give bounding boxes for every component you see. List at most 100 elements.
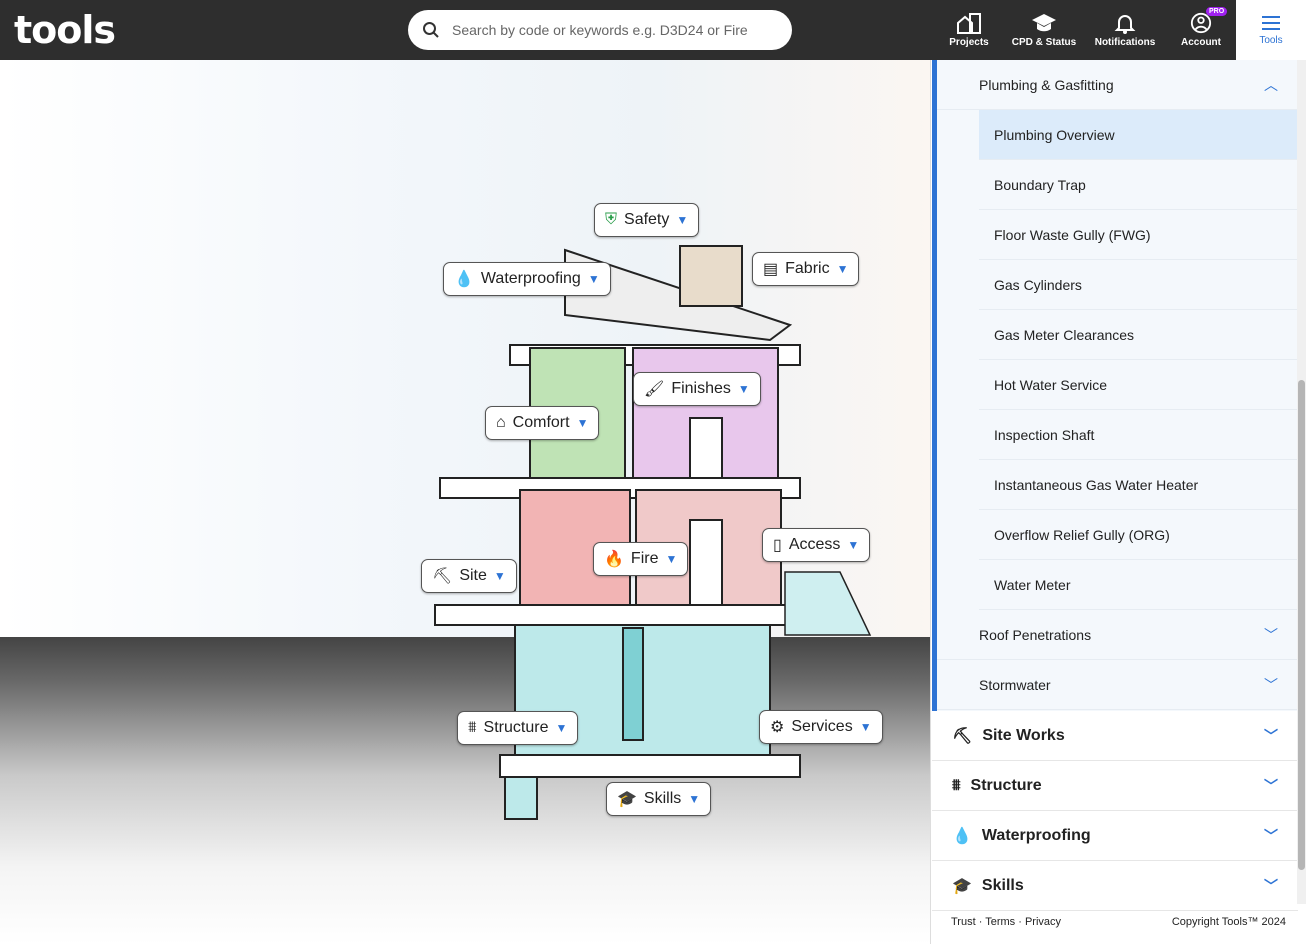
scrollbar-thumb[interactable] [1298,380,1305,870]
list-item[interactable]: Inspection Shaft [979,410,1298,460]
footer-link-trust[interactable]: Trust [951,916,976,928]
nav-label: Account [1181,37,1221,48]
hotspot-structure[interactable]: ⩩Structure▼ [457,711,579,745]
chevron-down-icon: ▼ [676,213,689,227]
graduation-cap-icon: 🎓 [617,791,637,808]
chevron-down-icon: ﹀ [1264,626,1278,643]
hotspot-label: Fire [630,550,659,567]
nav-label: CPD & Status [1011,37,1077,48]
chevron-down-icon: ▼ [587,272,600,286]
fabric-icon: ▤ [763,261,779,278]
list-item[interactable]: Gas Cylinders [979,260,1298,310]
excavator-icon: ⛏ [432,568,453,585]
structure-icon: ⩩ [952,776,961,794]
subsection-label: Stormwater [979,676,1051,693]
building-cutaway-illustration [434,245,872,820]
hotspot-finishes[interactable]: 🖌 Finishes ▼ [633,372,761,406]
list-item[interactable]: Instantaneous Gas Water Heater [979,460,1298,510]
water-drop-icon: 💧 [454,271,474,288]
pro-badge: PRO [1206,7,1228,16]
services-icon: ⚙ [770,719,785,736]
hotspot-skills[interactable]: 🎓 Skills ▼ [606,782,712,816]
chevron-down-icon: ▼ [665,552,678,566]
list-item[interactable]: Plumbing Overview [979,110,1298,160]
hotspot-site[interactable]: ⛏ Site ▼ [421,559,517,593]
section-header[interactable]: Plumbing & Gasfitting ︿ [937,60,1298,110]
logo[interactable]: tools [14,8,116,52]
graduation-cap-icon: 🎓 [952,877,972,895]
search-input[interactable] [452,22,772,38]
shield-icon: ⛨ [605,211,618,228]
hotspot-label: Safety [624,211,670,228]
category-label: Site Works [982,726,1065,744]
chevron-down-icon: ▼ [859,720,872,734]
footer: Trust · Terms · Privacy Copyright Tools™… [951,916,1286,928]
list-item[interactable]: Overflow Relief Gully (ORG) [979,510,1298,560]
list-item[interactable]: Gas Meter Clearances [979,310,1298,360]
section-plumbing-gasfitting: Plumbing & Gasfitting ︿ Plumbing Overview… [932,60,1298,711]
hotspot-access[interactable]: ▯Access▼ [762,528,871,562]
nav-projects[interactable]: Projects [940,0,998,60]
category-label: Waterproofing [981,826,1091,844]
hotspot-label: Waterproofing [480,270,581,287]
paint-roller-icon: 🖌 [644,381,665,398]
chevron-down-icon: ﹀ [1264,777,1278,794]
hotspot-label: Fabric [785,260,830,277]
nav-cpd-status[interactable]: CPD & Status [1010,0,1078,60]
chevron-down-icon: ▼ [493,569,506,583]
hotspot-label: Comfort [512,414,570,431]
hotspot-comfort[interactable]: ⌂Comfort▼ [485,406,600,440]
subsection-stormwater[interactable]: Stormwater﹀ [937,660,1298,710]
section-title: Plumbing & Gasfitting [979,76,1114,93]
category-site-works[interactable]: ⛏Site Works﹀ [932,711,1298,761]
category-structure[interactable]: ⩩ Structure ﹀ [932,761,1298,811]
hotspot-safety[interactable]: ⛨ Safety ▼ [594,203,700,237]
nav-label: Notifications [1094,37,1156,48]
ground [0,637,930,944]
buildings-icon [957,13,981,34]
nav-account[interactable]: PRO Account [1172,0,1230,60]
footer-link-terms[interactable]: Terms [985,916,1016,928]
hotspot-fabric[interactable]: ▤Fabric▼ [752,252,860,286]
list-item[interactable]: Water Meter [979,560,1298,610]
search-box[interactable] [408,10,792,50]
list-item[interactable]: Boundary Trap [979,160,1298,210]
search-icon [423,22,439,38]
footer-link-privacy[interactable]: Privacy [1024,916,1062,928]
subsection-label: Roof Penetrations [979,626,1092,643]
hotspot-label: Finishes [671,380,731,397]
chevron-down-icon: ﹀ [1264,877,1278,894]
category-label: Skills [981,876,1024,894]
hotspot-services[interactable]: ⚙ Services ▼ [759,710,883,744]
subsection-roof-penetrations[interactable]: Roof Penetrations ﹀ [937,610,1298,660]
chevron-down-icon: ▼ [688,792,701,806]
category-label: Structure [970,776,1042,794]
building-illustration-area: ⛨ Safety ▼ 💧 Waterproofing ▼ ▤ Fabric ▼ 🖌 Finis… [0,60,930,944]
list-item[interactable]: Hot Water Service [979,360,1298,410]
structure-icon: ⩩ [468,719,477,736]
hotspot-waterproofing[interactable]: 💧 Waterproofing ▼ [443,262,611,296]
comfort-icon: ⌂ [496,414,506,431]
list-item[interactable]: Floor Waste Gully (FWG) [979,210,1298,260]
nav-notifications[interactable]: Notifications [1090,0,1160,60]
tools-sidebar: Plumbing & Gasfitting ︿ Plumbing Overview… [930,60,1306,944]
top-bar: tools Projects CPD & Status Notification… [0,0,1306,60]
hotspot-label: Site [459,567,487,584]
nav-tools[interactable]: Tools [1236,0,1306,60]
menu-icon [1262,16,1280,30]
category-waterproofing[interactable]: 💧Waterproofing﹀ [932,811,1298,861]
chevron-up-icon: ︿ [1264,76,1278,93]
hotspot-fire[interactable]: 🔥 Fire ▼ [593,542,689,576]
sidebar-scrollbar[interactable] [1297,60,1306,904]
bell-icon [1114,15,1136,34]
chevron-down-icon: ▼ [847,538,860,552]
door-icon: ▯ [773,537,782,554]
chevron-down-icon: ▼ [555,721,568,735]
nav-label: Tools [1259,35,1283,46]
category-skills[interactable]: 🎓 Skills ﹀ [932,861,1298,911]
user-circle-icon [1190,12,1212,34]
hotspot-label: Skills [643,790,682,807]
hotspot-label: Services [791,718,853,735]
chevron-down-icon: ▼ [737,382,750,396]
flame-icon: 🔥 [604,551,624,568]
